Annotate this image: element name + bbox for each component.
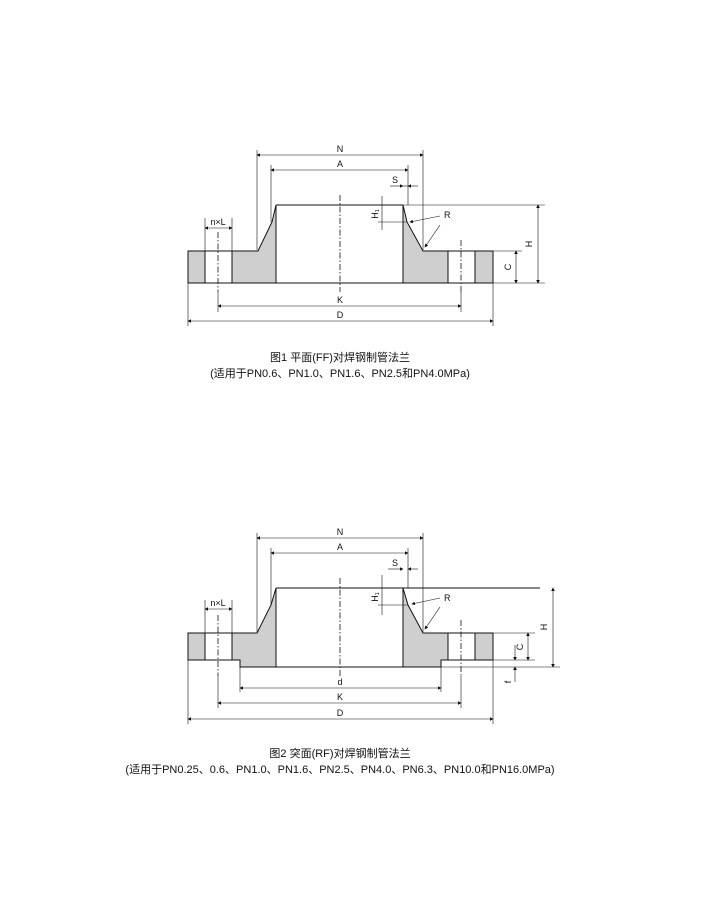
bolt-hole-left bbox=[204, 250, 233, 284]
dim-C-label: C bbox=[515, 643, 525, 650]
figure-1-subtitle: (适用于PN0.6、PN1.0、PN1.6、PN2.5和PN4.0MPa) bbox=[210, 368, 470, 380]
dim-A-label: A bbox=[337, 542, 343, 552]
dim-H1-label: H₁ bbox=[370, 209, 380, 219]
hub-left-section bbox=[231, 587, 277, 668]
bolt-hole-right bbox=[447, 250, 476, 284]
dim-H-label: H bbox=[524, 241, 534, 248]
dim-N-label: N bbox=[337, 527, 344, 537]
dim-f-label: f bbox=[503, 680, 513, 683]
dim-S-label: S bbox=[392, 558, 398, 568]
dim-K-label: K bbox=[337, 692, 343, 702]
figure-2-subtitle: (适用于PN0.25、0.6、PN1.0、PN1.6、PN2.5、PN4.0、P… bbox=[125, 764, 555, 776]
figure-1-ff-flange: N A S H₁ R H C n×L bbox=[0, 0, 710, 420]
dim-A-label: A bbox=[337, 159, 343, 169]
dim-D-label: D bbox=[337, 708, 344, 718]
flange-left-outer-section bbox=[187, 250, 206, 284]
figure-2-title: 图2 突面(RF)对焊钢制管法兰 bbox=[269, 748, 411, 760]
dim-H1-label: H₁ bbox=[370, 592, 380, 602]
dim-K-label: K bbox=[337, 295, 343, 305]
hub-left-section bbox=[231, 204, 277, 284]
flange-left-outer-section bbox=[187, 632, 206, 661]
flange-right-outer-section bbox=[474, 632, 494, 661]
hub-right-section bbox=[402, 587, 449, 668]
dim-N-label: N bbox=[337, 144, 344, 154]
figure-2-caption: 图2 突面(RF)对焊钢制管法兰 (适用于PN0.25、0.6、PN1.0、PN… bbox=[0, 746, 680, 778]
dim-d-label: d bbox=[337, 677, 342, 687]
dim-R-label: R bbox=[444, 593, 451, 603]
dim-C-label: C bbox=[503, 263, 513, 270]
figure-1-drawing: N A S H₁ R H C n×L bbox=[187, 144, 545, 326]
figure-1-title: 图1 平面(FF)对焊钢制管法兰 bbox=[270, 352, 410, 364]
dim-R-label: R bbox=[444, 210, 451, 220]
flange-right-outer-section bbox=[474, 250, 494, 284]
dim-D-label: D bbox=[337, 310, 344, 320]
figure-1-caption: 图1 平面(FF)对焊钢制管法兰 (适用于PN0.6、PN1.0、PN1.6、P… bbox=[0, 350, 680, 382]
dim-nL-label: n×L bbox=[210, 598, 225, 608]
dim-nL-label: n×L bbox=[210, 217, 225, 227]
dim-H-label: H bbox=[539, 624, 549, 631]
hub-right-section bbox=[402, 204, 449, 284]
figure-2-rf-flange: N A S H₁ R H C f n×L bbox=[0, 420, 710, 900]
bolt-hole-left bbox=[204, 632, 233, 661]
bolt-hole-right bbox=[447, 632, 476, 661]
dim-S-label: S bbox=[392, 175, 398, 185]
figure-2-drawing: N A S H₁ R H C f n×L bbox=[187, 527, 560, 724]
